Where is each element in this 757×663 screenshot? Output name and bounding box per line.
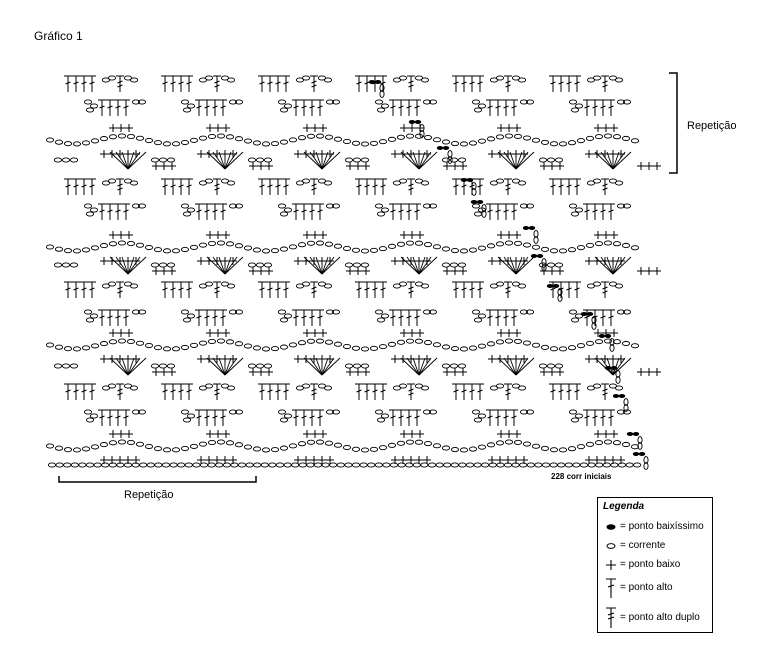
legend-item-ponto-baixo: = ponto baixo [598,555,714,575]
corrente-icon [606,543,616,549]
repeat-label-bottom: Repetição [124,489,174,501]
legend-label: = corrente [620,540,666,551]
repeat-bracket-bottom [58,476,257,483]
chart-title: Gráfico 1 [34,29,83,43]
legend-item-corrente: = corrente [598,536,714,556]
ponto-baixissimo-icon [606,524,616,530]
legend-item-ponto-alto: = ponto alto [598,574,714,602]
legend-item-ponto-alto-duplo: = ponto alto duplo [598,604,714,632]
legend-label: = ponto baixo [620,559,681,570]
chart-rows [45,75,661,470]
repeat-bracket-right [669,72,678,174]
ponto-alto-icon [606,578,616,598]
legend-label: = ponto baixíssimo [620,521,704,532]
legend-item-ponto-baixissimo: = ponto baixíssimo [598,517,714,537]
legend-title: Legenda [603,501,645,512]
start-chain-label: 228 corr iniciais [551,472,612,481]
repeat-label-right: Repetição [687,120,737,132]
legend-label: = ponto alto duplo [620,612,700,623]
legend-label: = ponto alto [620,582,673,593]
ponto-alto-duplo-icon [606,607,616,628]
ponto-baixo-icon [606,560,616,570]
legend: Legenda = ponto baixíssimo = corrente = … [597,497,713,633]
